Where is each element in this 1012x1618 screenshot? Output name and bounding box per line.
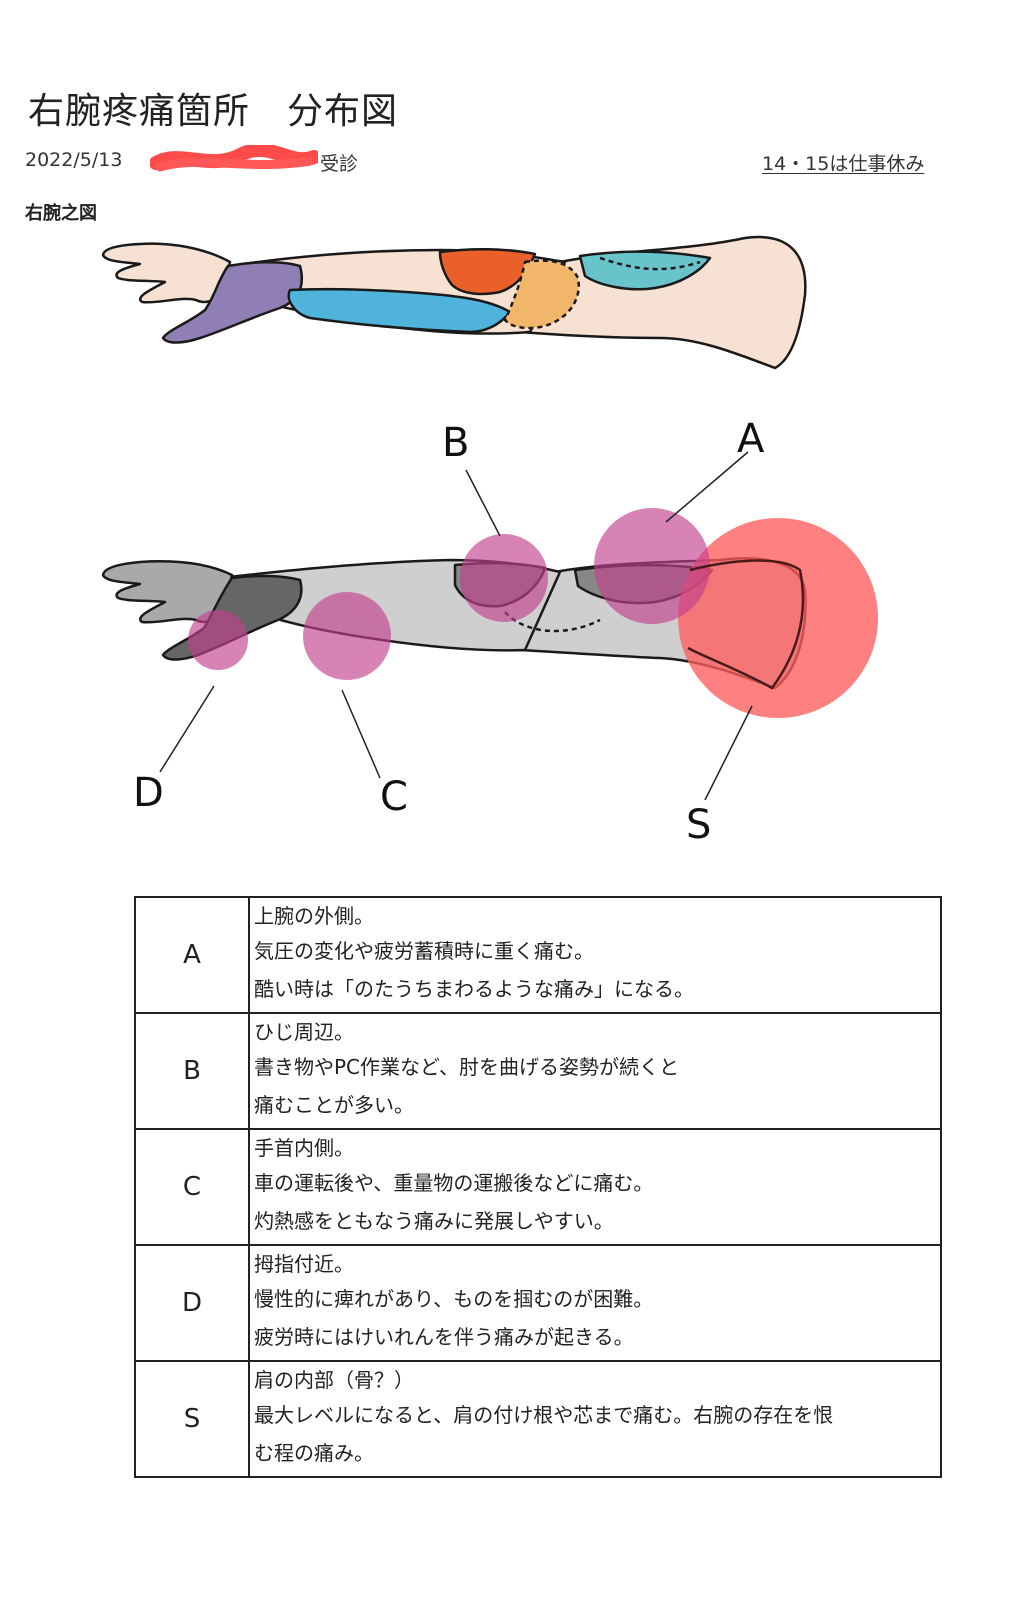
row-description: 拇指付近。 慢性的に痺れがあり、ものを掴むのが困難。 疲労時にはけいれんを伴う痛… bbox=[248, 1244, 942, 1362]
leader-lines bbox=[159, 451, 753, 801]
arm-diagrams: B A D C S bbox=[101, 235, 878, 848]
table-row: D 拇指付近。 慢性的に痺れがあり、ものを掴むのが困難。 疲労時にはけいれんを伴… bbox=[134, 1244, 942, 1362]
description-line: 上腕の外側。 bbox=[254, 904, 374, 928]
arm-orange-zone bbox=[438, 247, 537, 296]
pain-circle-a bbox=[594, 508, 710, 624]
colored-arm-figure bbox=[101, 235, 807, 370]
row-key: D bbox=[134, 1244, 250, 1362]
row-key: S bbox=[134, 1360, 250, 1478]
row-description: 上腕の外側。 気圧の変化や疲労蓄積時に重く痛む。 酷い時は「のたうちまわるような… bbox=[248, 896, 942, 1014]
holiday-note: 14・15は仕事休み bbox=[762, 153, 925, 175]
arm-purple-zone bbox=[161, 260, 304, 344]
label-a: A bbox=[737, 416, 765, 462]
table-row: A 上腕の外側。 気圧の変化や疲労蓄積時に重く痛む。 酷い時は「のたうちまわるよ… bbox=[134, 896, 942, 1014]
label-b: B bbox=[442, 420, 469, 466]
pain-circle-c bbox=[303, 592, 391, 680]
visit-suffix: 受診 bbox=[320, 153, 359, 175]
description-line: 手首内側。 bbox=[254, 1136, 354, 1160]
gray-arm-hand bbox=[101, 560, 234, 624]
arm-hand bbox=[101, 242, 232, 304]
description-line: ひじ周辺。 bbox=[254, 1020, 354, 1044]
row-key: B bbox=[134, 1012, 250, 1130]
description-line: 書き物やPC作業など、肘を曲げる姿勢が続くと bbox=[254, 1055, 680, 1079]
description-line: 最大レベルになると、肩の付け根や芯まで痛む。右腕の存在を恨 bbox=[254, 1403, 834, 1427]
description-line: 車の運転後や、重量物の運搬後などに痛む。 bbox=[254, 1171, 654, 1195]
table-row: B ひじ周辺。 書き物やPC作業など、肘を曲げる姿勢が続くと 痛むことが多い。 bbox=[134, 1012, 942, 1130]
pain-table: A 上腕の外側。 気圧の変化や疲労蓄積時に重く痛む。 酷い時は「のたうちまわるよ… bbox=[134, 896, 942, 1478]
description-line: 気圧の変化や疲労蓄積時に重く痛む。 bbox=[254, 939, 594, 963]
pain-circle-b bbox=[460, 534, 548, 622]
description-line: 肩の内部（骨？） bbox=[254, 1368, 414, 1392]
description-line: 酷い時は「のたうちまわるような痛み」になる。 bbox=[254, 976, 694, 1001]
row-key: A bbox=[134, 896, 250, 1014]
description-line: 拇指付近。 bbox=[254, 1252, 354, 1276]
description-line: む程の痛み。 bbox=[254, 1440, 374, 1465]
row-description: ひじ周辺。 書き物やPC作業など、肘を曲げる姿勢が続くと 痛むことが多い。 bbox=[248, 1012, 942, 1130]
description-line: 灼熱感をともなう痛みに発展しやすい。 bbox=[254, 1208, 614, 1233]
visit-date: 2022/5/13 bbox=[25, 149, 123, 171]
pain-circle-d bbox=[188, 610, 248, 670]
label-d: D bbox=[133, 770, 164, 816]
description-line: 疲労時にはけいれんを伴う痛みが起きる。 bbox=[254, 1324, 634, 1349]
row-description: 手首内側。 車の運転後や、重量物の運搬後などに痛む。 灼熱感をともなう痛みに発展… bbox=[248, 1128, 942, 1246]
label-s: S bbox=[686, 802, 711, 848]
label-c: C bbox=[380, 774, 408, 820]
redaction-mark bbox=[150, 145, 318, 172]
figure-label: 右腕之図 bbox=[25, 203, 97, 224]
pain-markers bbox=[188, 508, 878, 718]
row-key: C bbox=[134, 1128, 250, 1246]
description-line: 痛むことが多い。 bbox=[254, 1092, 414, 1117]
arm-light-orange-zone bbox=[503, 259, 580, 330]
page-title: 右腕疼痛箇所 分布図 bbox=[28, 91, 399, 132]
pain-circle-s bbox=[678, 518, 878, 718]
description-line: 慢性的に痺れがあり、ものを掴むのが困難。 bbox=[254, 1287, 654, 1311]
arm-blue-zone bbox=[287, 287, 512, 334]
table-row: S 肩の内部（骨？） 最大レベルになると、肩の付け根や芯まで痛む。右腕の存在を恨… bbox=[134, 1360, 942, 1478]
row-description: 肩の内部（骨？） 最大レベルになると、肩の付け根や芯まで痛む。右腕の存在を恨 む… bbox=[248, 1360, 942, 1478]
table-row: C 手首内側。 車の運転後や、重量物の運搬後などに痛む。 灼熱感をともなう痛みに… bbox=[134, 1128, 942, 1246]
